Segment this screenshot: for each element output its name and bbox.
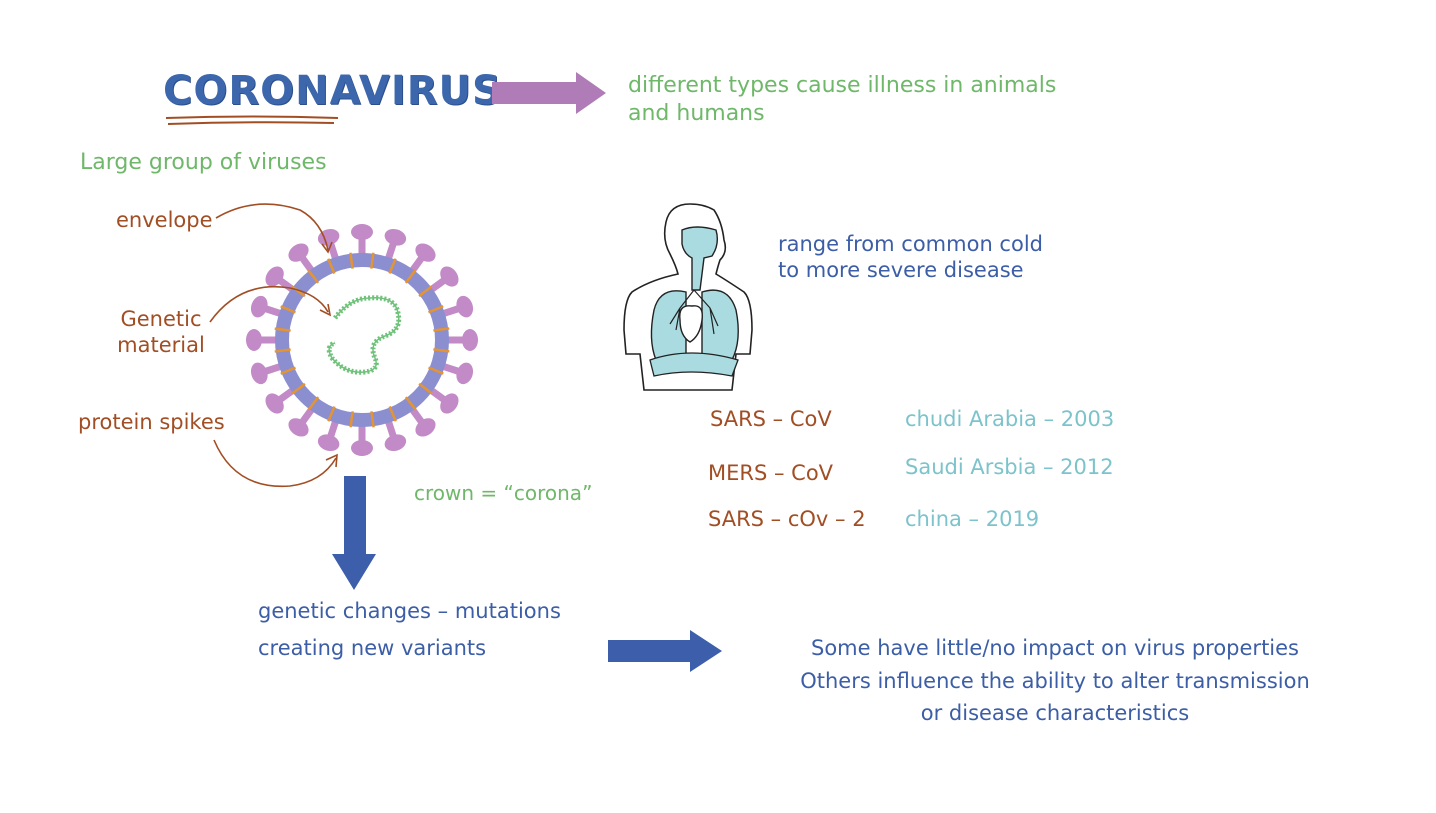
variant-name: SARS – CoV xyxy=(710,407,832,431)
virus-ring-marks xyxy=(274,252,450,428)
variant-origin: chudi Arabia – 2003 xyxy=(905,407,1115,431)
spike-head xyxy=(250,362,268,385)
spike-head xyxy=(317,434,340,452)
ring-mark xyxy=(280,305,296,314)
impact-description: Some have little/no impact on virus prop… xyxy=(760,632,1350,730)
types-line-1: different types cause illness in animals xyxy=(628,73,1057,98)
ring-mark xyxy=(307,396,320,411)
ring-mark xyxy=(291,285,306,298)
variant-origin: Saudi Arsbia – 2012 xyxy=(905,455,1114,479)
human-respiratory-system-icon xyxy=(623,203,753,391)
spike-head xyxy=(250,295,268,318)
ring-mark xyxy=(370,411,375,428)
ring-mark xyxy=(404,396,417,411)
ring-mark xyxy=(327,258,336,274)
ring-mark xyxy=(280,366,296,375)
arrow-down-icon xyxy=(332,476,376,590)
ring-mark xyxy=(404,269,417,284)
ring-mark xyxy=(370,252,375,269)
mutations-line-2: creating new variants xyxy=(258,635,487,660)
ring-mark xyxy=(428,305,444,314)
ring-mark xyxy=(274,327,291,332)
arrow-right-icon xyxy=(608,630,722,672)
mutations-description: genetic changes – mutations creating new… xyxy=(258,593,561,667)
variant-name: SARS – cOv – 2 xyxy=(708,507,866,531)
spike-head xyxy=(384,228,407,246)
spike-head xyxy=(317,228,340,246)
types-description: different types cause illness in animals… xyxy=(628,72,1056,127)
range-line-1: range from common cold xyxy=(778,232,1043,256)
envelope-label: envelope xyxy=(116,208,213,232)
spike-head xyxy=(288,418,309,437)
ring-mark xyxy=(418,382,433,395)
spike-head xyxy=(246,329,262,351)
ring-mark xyxy=(327,406,336,422)
virus-spikes xyxy=(246,224,478,456)
impact-line-1: Some have little/no impact on virus prop… xyxy=(811,636,1299,660)
variant-origin: china – 2019 xyxy=(905,507,1040,531)
spike-head xyxy=(456,295,474,318)
mutations-line-1: genetic changes – mutations xyxy=(258,599,561,623)
ring-mark xyxy=(433,327,450,332)
spike-head xyxy=(384,434,407,452)
genetic-label-line-1: Genetic xyxy=(120,307,202,331)
variant-name: MERS – CoV xyxy=(708,461,834,485)
spike-head xyxy=(415,418,436,437)
range-line-2: to more severe disease xyxy=(778,258,1024,283)
ring-mark xyxy=(307,269,320,284)
spike-head xyxy=(462,329,478,351)
ring-mark xyxy=(274,348,291,353)
types-line-2: and humans xyxy=(628,100,765,126)
ring-mark xyxy=(428,366,444,375)
page-title: CORONAVIRUS xyxy=(163,68,502,114)
impact-line-3: or disease characteristics xyxy=(920,701,1190,726)
spike-head xyxy=(351,224,373,240)
ring-mark xyxy=(418,285,433,298)
spike-head xyxy=(288,243,309,262)
title-underline xyxy=(165,115,339,125)
ring-mark xyxy=(349,252,354,269)
spike-head xyxy=(456,362,474,385)
spike-head xyxy=(351,440,373,456)
spike-head xyxy=(415,243,436,262)
spike-head xyxy=(265,266,284,287)
ring-mark xyxy=(388,406,397,422)
ring-mark xyxy=(388,258,397,274)
spike-head xyxy=(440,266,459,287)
crown-note: crown = “corona” xyxy=(414,481,593,505)
virus-illustration xyxy=(246,224,478,456)
genetic-material-label: Genetic material xyxy=(112,306,210,359)
ring-mark xyxy=(349,411,354,428)
spike-head xyxy=(440,393,459,414)
group-description: Large group of viruses xyxy=(80,150,327,175)
range-description: range from common cold to more severe di… xyxy=(778,231,1043,284)
spike-head xyxy=(265,393,284,414)
ring-mark xyxy=(291,382,306,395)
protein-spikes-label: protein spikes xyxy=(78,410,225,434)
arrow-right-icon xyxy=(492,72,606,114)
impact-line-2: Others influence the ability to alter tr… xyxy=(800,668,1310,693)
genetic-label-line-2: material xyxy=(117,333,205,358)
ring-mark xyxy=(433,348,450,353)
